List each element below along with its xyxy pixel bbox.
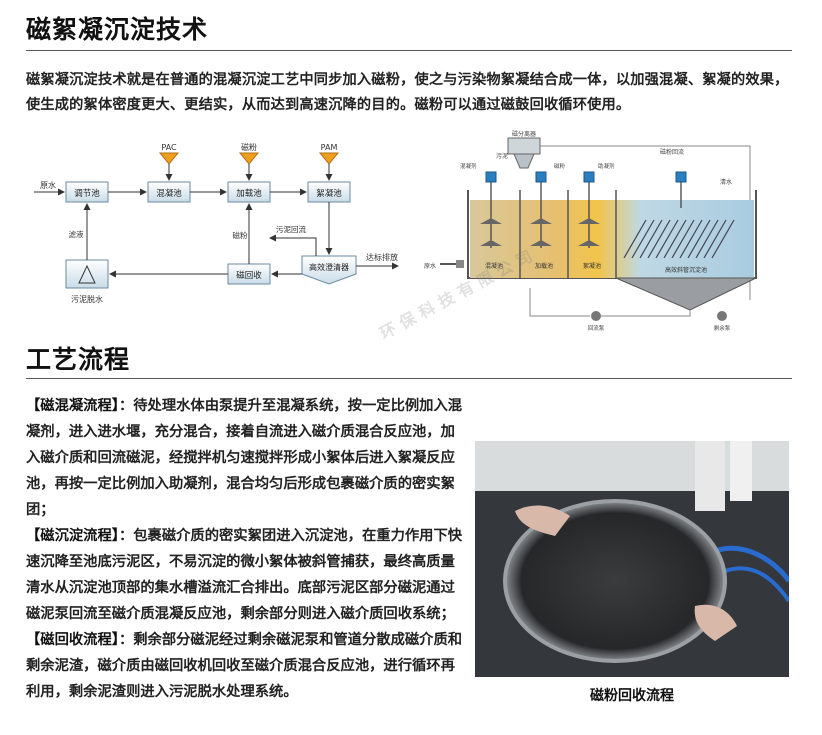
flow-pac-hopper bbox=[158, 152, 180, 165]
return-pump-icon bbox=[591, 311, 601, 321]
tank-reagent1: 混凝剂 bbox=[460, 162, 477, 170]
tank-pump1: 回流泵 bbox=[588, 324, 605, 332]
tank-top-label: 磁分离器 bbox=[512, 130, 536, 138]
flow-magnetic-recovery-label: 磁回收 bbox=[236, 270, 262, 281]
flow-pam-hopper bbox=[318, 152, 340, 165]
excess-pump-icon bbox=[717, 311, 727, 321]
flow-pam-label: PAM bbox=[321, 143, 338, 152]
tank-zone2: 加载池 bbox=[535, 262, 553, 270]
process-1-head: 【磁混凝流程】 bbox=[26, 398, 119, 414]
magnetic-separator bbox=[507, 137, 541, 155]
tank-cross-section-diagram: 磁分离器 污泥 磁粉回流 混凝剂 磁粉 助凝剂 清水 混凝池 加载池 絮凝池 高… bbox=[424, 130, 757, 332]
title-divider bbox=[26, 50, 792, 51]
tank-zone3: 絮凝池 bbox=[583, 262, 601, 270]
flow-tank4-label: 絮凝池 bbox=[316, 188, 342, 199]
flow-sludge-return-label: 污泥回流 bbox=[276, 224, 306, 234]
process-2-body: ：包裹磁介质的密实絮团进入沉淀池，在重力作用下快速沉降至池底污泥区，不易沉淀的微… bbox=[26, 528, 463, 622]
flow-magnet-return-label: 磁粉 bbox=[233, 230, 248, 240]
tank-settling: 高效斜管沉淀池 bbox=[665, 266, 707, 274]
process-2-head: 【磁沉淀流程】 bbox=[26, 528, 119, 544]
flow-tank1-label: 调节池 bbox=[74, 188, 100, 199]
photo-caption: 磁粉回收流程 bbox=[590, 688, 674, 704]
flow-sludge-dewater-label: 污泥脱水 bbox=[71, 294, 103, 304]
process-3-head: 【磁回收流程】 bbox=[26, 632, 119, 648]
flow-magnet-hopper bbox=[238, 152, 260, 165]
tank-return-label: 磁粉回流 bbox=[660, 148, 684, 156]
flow-raw-water: 原水 bbox=[40, 180, 56, 190]
flow-box-sludge-dewater bbox=[65, 259, 109, 289]
section-title-technology: 磁絮凝沉淀技术 bbox=[26, 15, 209, 44]
flow-clarifier-label: 高效澄清器 bbox=[309, 262, 349, 272]
tank-sludge-label: 污泥 bbox=[496, 152, 508, 160]
process-title-divider bbox=[26, 378, 792, 379]
magnetic-powder-recovery-photo bbox=[475, 441, 789, 677]
flow-pac-label: PAC bbox=[161, 143, 177, 152]
process-flow-diagram: 原水 调节池 混凝池 加载池 絮凝池 PAC 磁粉 PAM 高效澄清器 达标排放… bbox=[34, 142, 399, 304]
flow-filtrate-label: 滤液 bbox=[69, 229, 84, 239]
flow-tank3-label: 加载池 bbox=[236, 188, 262, 199]
tank-reagent3: 助凝剂 bbox=[598, 162, 615, 170]
tank-reagent2: 磁粉 bbox=[554, 162, 566, 170]
tank-zone1: 混凝池 bbox=[485, 262, 503, 270]
tank-pump2: 剩余泵 bbox=[714, 324, 731, 332]
flow-tank2-label: 混凝池 bbox=[156, 188, 182, 199]
tank-raw-water: 原水 bbox=[424, 262, 436, 270]
flow-discharge-label: 达标排放 bbox=[366, 252, 398, 262]
flow-clarifier-box bbox=[301, 255, 357, 285]
process-1-body: ：待处理水体由泵提升至混凝系统，按一定比例加入混凝剂，进入进水堰，充分混合，接着… bbox=[26, 398, 463, 518]
process-3-body: ：剩余部分磁泥经过剩余磁泥泵和管道分散成磁介质和剩余泥渣，磁介质由磁回收机回收至… bbox=[26, 632, 463, 700]
intro-paragraph: 磁絮凝沉淀技术就是在普通的混凝沉淀工艺中同步加入磁粉，使之与污染物絮凝结合成一体… bbox=[26, 72, 789, 113]
process-description: 【磁混凝流程】：待处理水体由泵提升至混凝系统，按一定比例加入混凝剂，进入进水堰，… bbox=[26, 393, 466, 705]
tank-clear-water: 清水 bbox=[720, 178, 732, 186]
flow-magnet-label: 磁粉 bbox=[241, 142, 257, 152]
section-title-process: 工艺流程 bbox=[26, 345, 131, 374]
